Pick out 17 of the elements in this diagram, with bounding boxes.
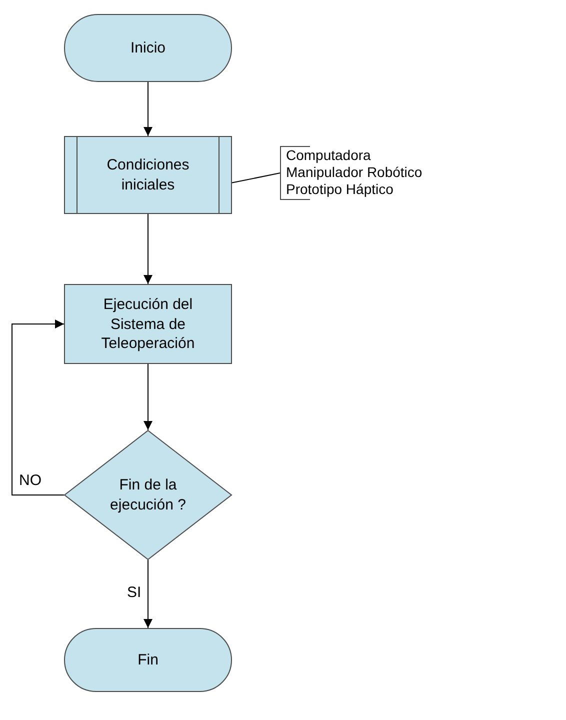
- node-label: Fin de la ejecución ?: [109, 476, 187, 514]
- arrow: [144, 214, 152, 284]
- decision-diamond: [64, 430, 232, 560]
- leader-line: [232, 172, 280, 184]
- annotation-text: Computadora: [286, 147, 372, 164]
- arrow: [144, 364, 152, 430]
- arrow: [144, 82, 152, 136]
- predefined-process-box: [64, 136, 232, 214]
- process-box: [64, 284, 232, 364]
- node-label: Fin: [136, 650, 160, 670]
- node-label: Condiciones iniciales: [106, 156, 190, 194]
- annotation-text: Prototipo Háptico: [286, 180, 394, 198]
- node-label: Ejecución del Sistema de Teleoperación: [100, 294, 196, 354]
- arrow: [12, 320, 64, 496]
- arrow: [144, 560, 152, 628]
- node-label: Inicio: [129, 38, 167, 58]
- annotation-text: Manipulador Robótico: [286, 164, 422, 181]
